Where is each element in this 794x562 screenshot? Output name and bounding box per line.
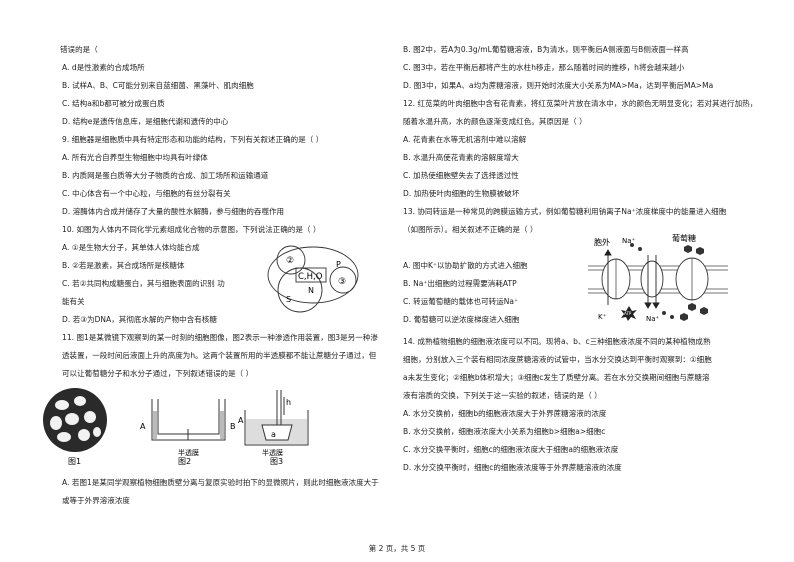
k-label: K⁺ xyxy=(598,313,607,321)
glucose-cotransporter xyxy=(675,257,709,301)
q10-option-c: C. 若②共同构成糖蛋白，其与细胞表面的识别 功 xyxy=(62,279,225,288)
venn-label-n: N xyxy=(308,286,314,295)
q14-stem-3: a未发生变化；②细胞b体积增大；③细胞c发生了质壁分离。若在水分交换期间细胞与蔗… xyxy=(403,373,710,382)
q12-option-b: B. 水温升高使花青素的溶解度增大 xyxy=(403,153,519,162)
figure-3-membrane-label: 半透膜 xyxy=(262,448,283,457)
figure-3-label-h: h xyxy=(286,398,291,407)
venn-label-p: P xyxy=(336,260,341,269)
q8-option-c: C. 结构a和b都可被分成蛋白质 xyxy=(62,99,165,108)
q9-option-d: D. 溶酶体内合成并储存了大量的酸性水解酶，参与细胞的吞噬作用 xyxy=(62,207,285,216)
q12-stem-1: 12. 红苋菜的叶肉细胞中含有花青素，将红苋菜叶片放在清水中，水的颜色无明显变化… xyxy=(403,99,758,108)
channel-protein xyxy=(640,260,664,298)
q14-option-d: D. 水分交换平衡时，细胞c的细胞液浓度等于外界蔗糖溶液的浓度 xyxy=(403,463,622,472)
cotransport-figure: 胞外 葡萄糖 Na⁺ K⁺ Na⁺ ATP xyxy=(588,233,728,323)
q14-stem-1: 14. 成熟植物细胞的细胞液浓度可以不同。现将a、b、c三种细胞液浓度不同的某种… xyxy=(403,337,711,346)
q12-option-a: A. 花青素在水等无机溶剂中难以溶解 xyxy=(403,135,527,144)
q13-stem-1: 13. 协同转运是一种常见的跨膜运输方式，例如葡萄糖利用钠离子Na⁺浓度梯度中的… xyxy=(403,207,727,216)
element-venn-figure: ② ③ C,H,O N P S xyxy=(267,245,359,313)
q12-option-d: D. 加热使叶肉细胞的生物膜被破坏 xyxy=(403,189,520,198)
q8-option-d: D. 结构e是遗传信息库，是细胞代谢和遗传的中心 xyxy=(62,117,229,126)
na-out-label: Na⁺ xyxy=(622,237,636,245)
q13-option-d: D. 葡萄糖可以逆浓度梯度进入细胞 xyxy=(403,315,520,324)
q12-option-c: C. 加热使细胞壁失去了选择透过性 xyxy=(403,171,519,180)
venn-label-2: ② xyxy=(286,256,294,266)
figure-1-cell-image xyxy=(43,388,107,452)
venn-label-s: S xyxy=(286,295,291,304)
glucose-label: 葡萄糖 xyxy=(672,233,696,243)
q14-stem-4: 液有溶质的交换，下列关于这一实验的叙述，错误的是（ ） xyxy=(403,391,602,400)
figure-2-label: 图2 xyxy=(178,457,191,466)
page-footer: 第 2 页，共 5 页 xyxy=(368,544,426,553)
q8-stem-end: 错误的是（ xyxy=(60,45,98,54)
figure-2-membrane-label: 半透膜 xyxy=(178,448,199,457)
atp-label: ATP xyxy=(624,311,632,316)
q12-stem-2: 随着水温升高，水的颜色逐渐变成红色。其原因是（ ） xyxy=(403,117,587,126)
q11-option-a-cont: 或等于外界溶液浓度 xyxy=(62,496,130,505)
sodium-potassium-pump xyxy=(601,258,631,300)
outside-label: 胞外 xyxy=(594,237,610,247)
q9-option-c: C. 中心体含有一个中心粒，与细胞的有丝分裂有关 xyxy=(62,189,231,198)
q13-option-a: A. 图中K⁺以协助扩散的方式进入细胞 xyxy=(403,261,528,270)
q11-option-b: B. 图2中，若A为0.3g/mL葡萄糖溶液，B为清水，则平衡后A侧液面与B侧液… xyxy=(403,45,689,54)
glucose-molecules xyxy=(680,245,708,321)
q10-option-b: B. ②若是激素，其合成场所是核糖体 xyxy=(62,261,185,270)
q14-option-c: C. 水分交换平衡时，细胞c的细胞液浓度大于细胞a的细胞液浓度 xyxy=(403,445,619,454)
q13-option-c: C. 转运葡萄糖的载体也可转运Na⁺ xyxy=(403,297,519,306)
venn-label-3: ③ xyxy=(338,277,346,287)
q13-option-b: B. Na⁺出细胞的过程需要消耗ATP xyxy=(403,279,517,288)
q9-option-b: B. 内质网是蛋白质等大分子物质的合成、加工场所和运输通道 xyxy=(62,171,269,180)
q11-stem-1: 11. 图1是某微镜下观察到的某一时刻的细胞图像，图2表示一种渗透作用装置，图3… xyxy=(62,333,378,342)
figure-2-label-b: B xyxy=(230,422,236,431)
transport-arrows xyxy=(604,249,660,309)
figure-2-u-tube xyxy=(151,399,226,441)
q10-option-d: D. 若③为DNA，其彻底水解的产物中含有核糖 xyxy=(62,315,217,324)
q9-stem: 9. 细胞器是细胞质中具有特定形态和功能的结构，下列有关叙述正确的是（ ） xyxy=(62,135,324,144)
q8-option-a: A. d是性激素的合成场所 xyxy=(62,63,145,72)
q11-stem-2: 透装置，一段时间后液面上升的高度为h。这两个装置所用的半透膜都不能让蔗糖分子通过… xyxy=(62,351,377,360)
figure-3-label-a-inner: a xyxy=(271,430,276,439)
figure-3-label: 图3 xyxy=(270,457,283,466)
q14-option-a: A. 水分交换前，细胞b的细胞液浓度大于外界蔗糖溶液的浓度 xyxy=(403,409,607,418)
q14-option-b: B. 水分交换前，细胞液浓度大小关系为细胞b>细胞a>细胞c xyxy=(403,427,606,436)
q14-stem-2: 细胞，分别放入三个装有相同浓度蔗糖溶液的试管中，当水分交换达到平衡时观察到：①细… xyxy=(403,355,712,364)
figure-2-label-a: A xyxy=(140,422,146,431)
q8-option-b: B. 试样A、B、C可能分别来自蓝细菌、黑藻叶、肌肉细胞 xyxy=(62,81,254,90)
figure-3-funnel-beaker xyxy=(244,390,309,446)
figure-3-label-a-outer: A xyxy=(238,416,244,425)
q11-option-c: C. 图3中，若在平衡后都将产生的水柱h移走，那么随着时间的推移，h将会越来越小 xyxy=(403,63,685,72)
q10-option-a: A. ①是生物大分子，其单体人体均能合成 xyxy=(62,243,200,252)
sodium-ions xyxy=(630,243,674,319)
q11-stem-3: 可以让葡萄糖分子和水分子通过，下列叙述错误的是（ ） xyxy=(62,369,254,378)
q13-stem-2: （如图所示）。相关叙述不正确的是（ ） xyxy=(403,225,538,234)
q11-option-d: D. 图3中，如果A、a均为蔗糖溶液，则开始时浓度大小关系为MA>Ma，达到平衡… xyxy=(403,81,714,90)
figure-1-label: 图1 xyxy=(68,457,81,466)
q10-stem: 10. 如图为人体内不同化学元素组成化合物的示意图，下列说法正确的是（ ） xyxy=(62,225,321,234)
na-in-label: Na⁺ xyxy=(646,315,660,323)
q10-option-c-cont: 能有关 xyxy=(62,297,85,306)
osmosis-figures: 图1 A B 半透膜 图2 h A a 半透膜 图3 xyxy=(43,388,309,466)
q9-option-a: A. 所有光合自养型生物细胞中均具有叶绿体 xyxy=(62,153,208,162)
venn-core-label: C,H,O xyxy=(298,272,323,282)
q11-option-a: A. 若图1是某同学观察植物细胞质壁分离与复原实验时拍下的显微照片，则此时细胞液… xyxy=(62,478,379,487)
atp-burst-icon xyxy=(621,306,637,321)
